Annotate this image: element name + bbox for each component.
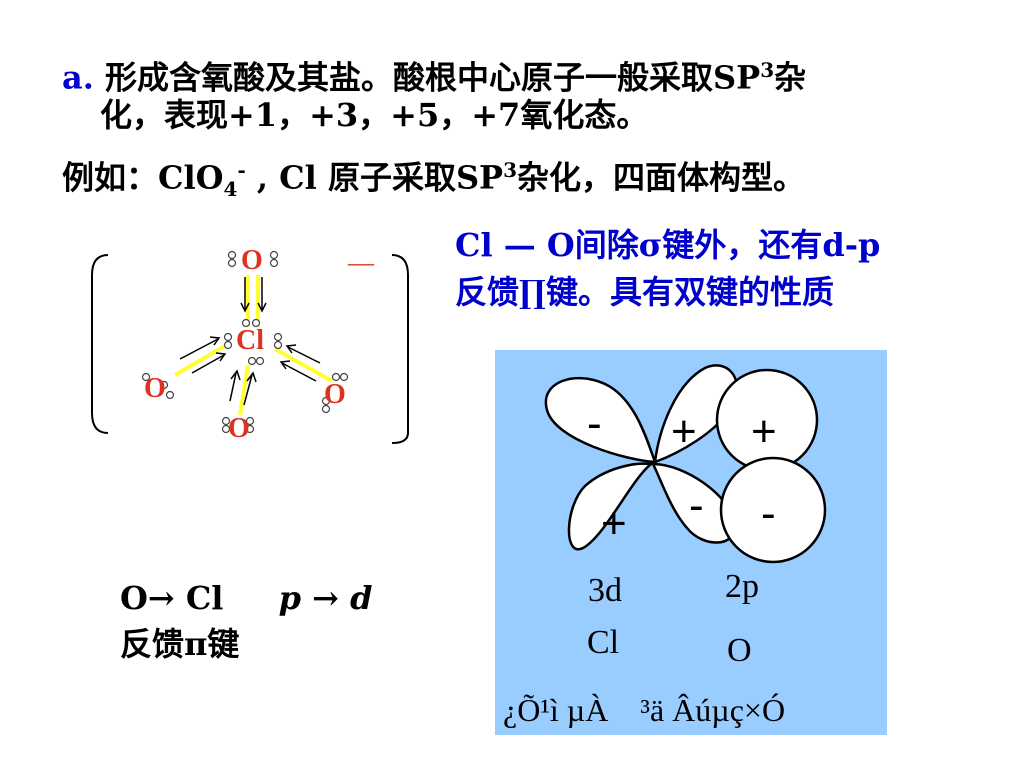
lobe-d-lower-left <box>567 462 655 551</box>
oxygen-bottom: O <box>228 413 250 444</box>
electron-dots <box>141 250 349 434</box>
lobe-d-upper-right <box>653 364 739 464</box>
bond-note-line1: Cl — O间除σ键外，还有d-p <box>455 226 881 264</box>
paragraph-a-line1: a. 形成含氧酸及其盐。酸根中心原子一般采取SP3杂 <box>62 50 806 98</box>
paragraph-a-end: 杂 <box>774 58 807 97</box>
p-lobe-lower <box>719 456 827 564</box>
example-sub: 4 <box>223 177 238 202</box>
feedback-orbitals: p → d <box>278 579 373 617</box>
example-mid: , Cl 原子采取SP <box>245 158 504 197</box>
example-sup: - <box>237 158 246 182</box>
paragraph-a-text1: 形成含氧酸及其盐。酸根中心原子一般采取SP <box>105 58 761 97</box>
label-2p: 2p <box>725 568 759 605</box>
sign-d-lower-right: - <box>689 481 704 530</box>
example-sup2: 3 <box>503 158 518 182</box>
oxygen-top: O <box>241 245 263 276</box>
orbital-panel: - + + + - - 3d 2p Cl O ¿Õ¹ì µÀ ³ä Âúµç×Ó <box>495 350 887 735</box>
sign-d-lower-left: + <box>601 499 627 548</box>
chlorine-center: Cl <box>236 325 264 356</box>
sign-d-upper-left: - <box>587 399 602 448</box>
orbital-lobes <box>544 364 827 564</box>
feedback-arrows <box>179 277 321 406</box>
lobe-d-upper-left <box>544 376 657 464</box>
example-prefix: 例如：ClO <box>62 158 224 197</box>
right-bracket <box>391 254 409 444</box>
bond-note-line2: 反馈∏键。具有双键的性质 <box>455 273 834 311</box>
sigma-bonds <box>173 275 333 416</box>
list-marker: a. <box>62 58 94 97</box>
label-cl: Cl <box>587 624 620 661</box>
label-o: O <box>727 632 752 669</box>
oxygen-right: O <box>324 379 346 410</box>
feedback-line1: O→ Cl p → d <box>120 578 372 618</box>
perchlorate-structure: O Cl O O O — <box>91 245 409 444</box>
sign-d-upper-right: + <box>671 407 697 456</box>
lobe-d-lower-right <box>650 462 737 544</box>
sign-p-lower: - <box>761 489 776 538</box>
label-3d: 3d <box>588 572 622 609</box>
oxygen-left: O <box>144 373 166 404</box>
orbital-caption: ¿Õ¹ì µÀ ³ä Âúµç×Ó <box>503 692 786 728</box>
feedback-line2: 反馈π键 <box>120 625 240 663</box>
left-bracket <box>91 254 109 434</box>
orbital-diagram <box>544 364 827 564</box>
sign-p-upper: + <box>751 407 777 456</box>
feedback-direction: O→ Cl <box>120 579 224 617</box>
charge-label: — <box>347 248 375 277</box>
paragraph-a-sup: 3 <box>760 58 775 82</box>
example-end: 杂化，四面体构型。 <box>517 158 806 197</box>
paragraph-a-line2: 化，表现+1，+3，+5，+7氧化态。 <box>100 96 649 134</box>
example-line: 例如：ClO4- , Cl 原子采取SP3杂化，四面体构型。 <box>62 150 805 209</box>
